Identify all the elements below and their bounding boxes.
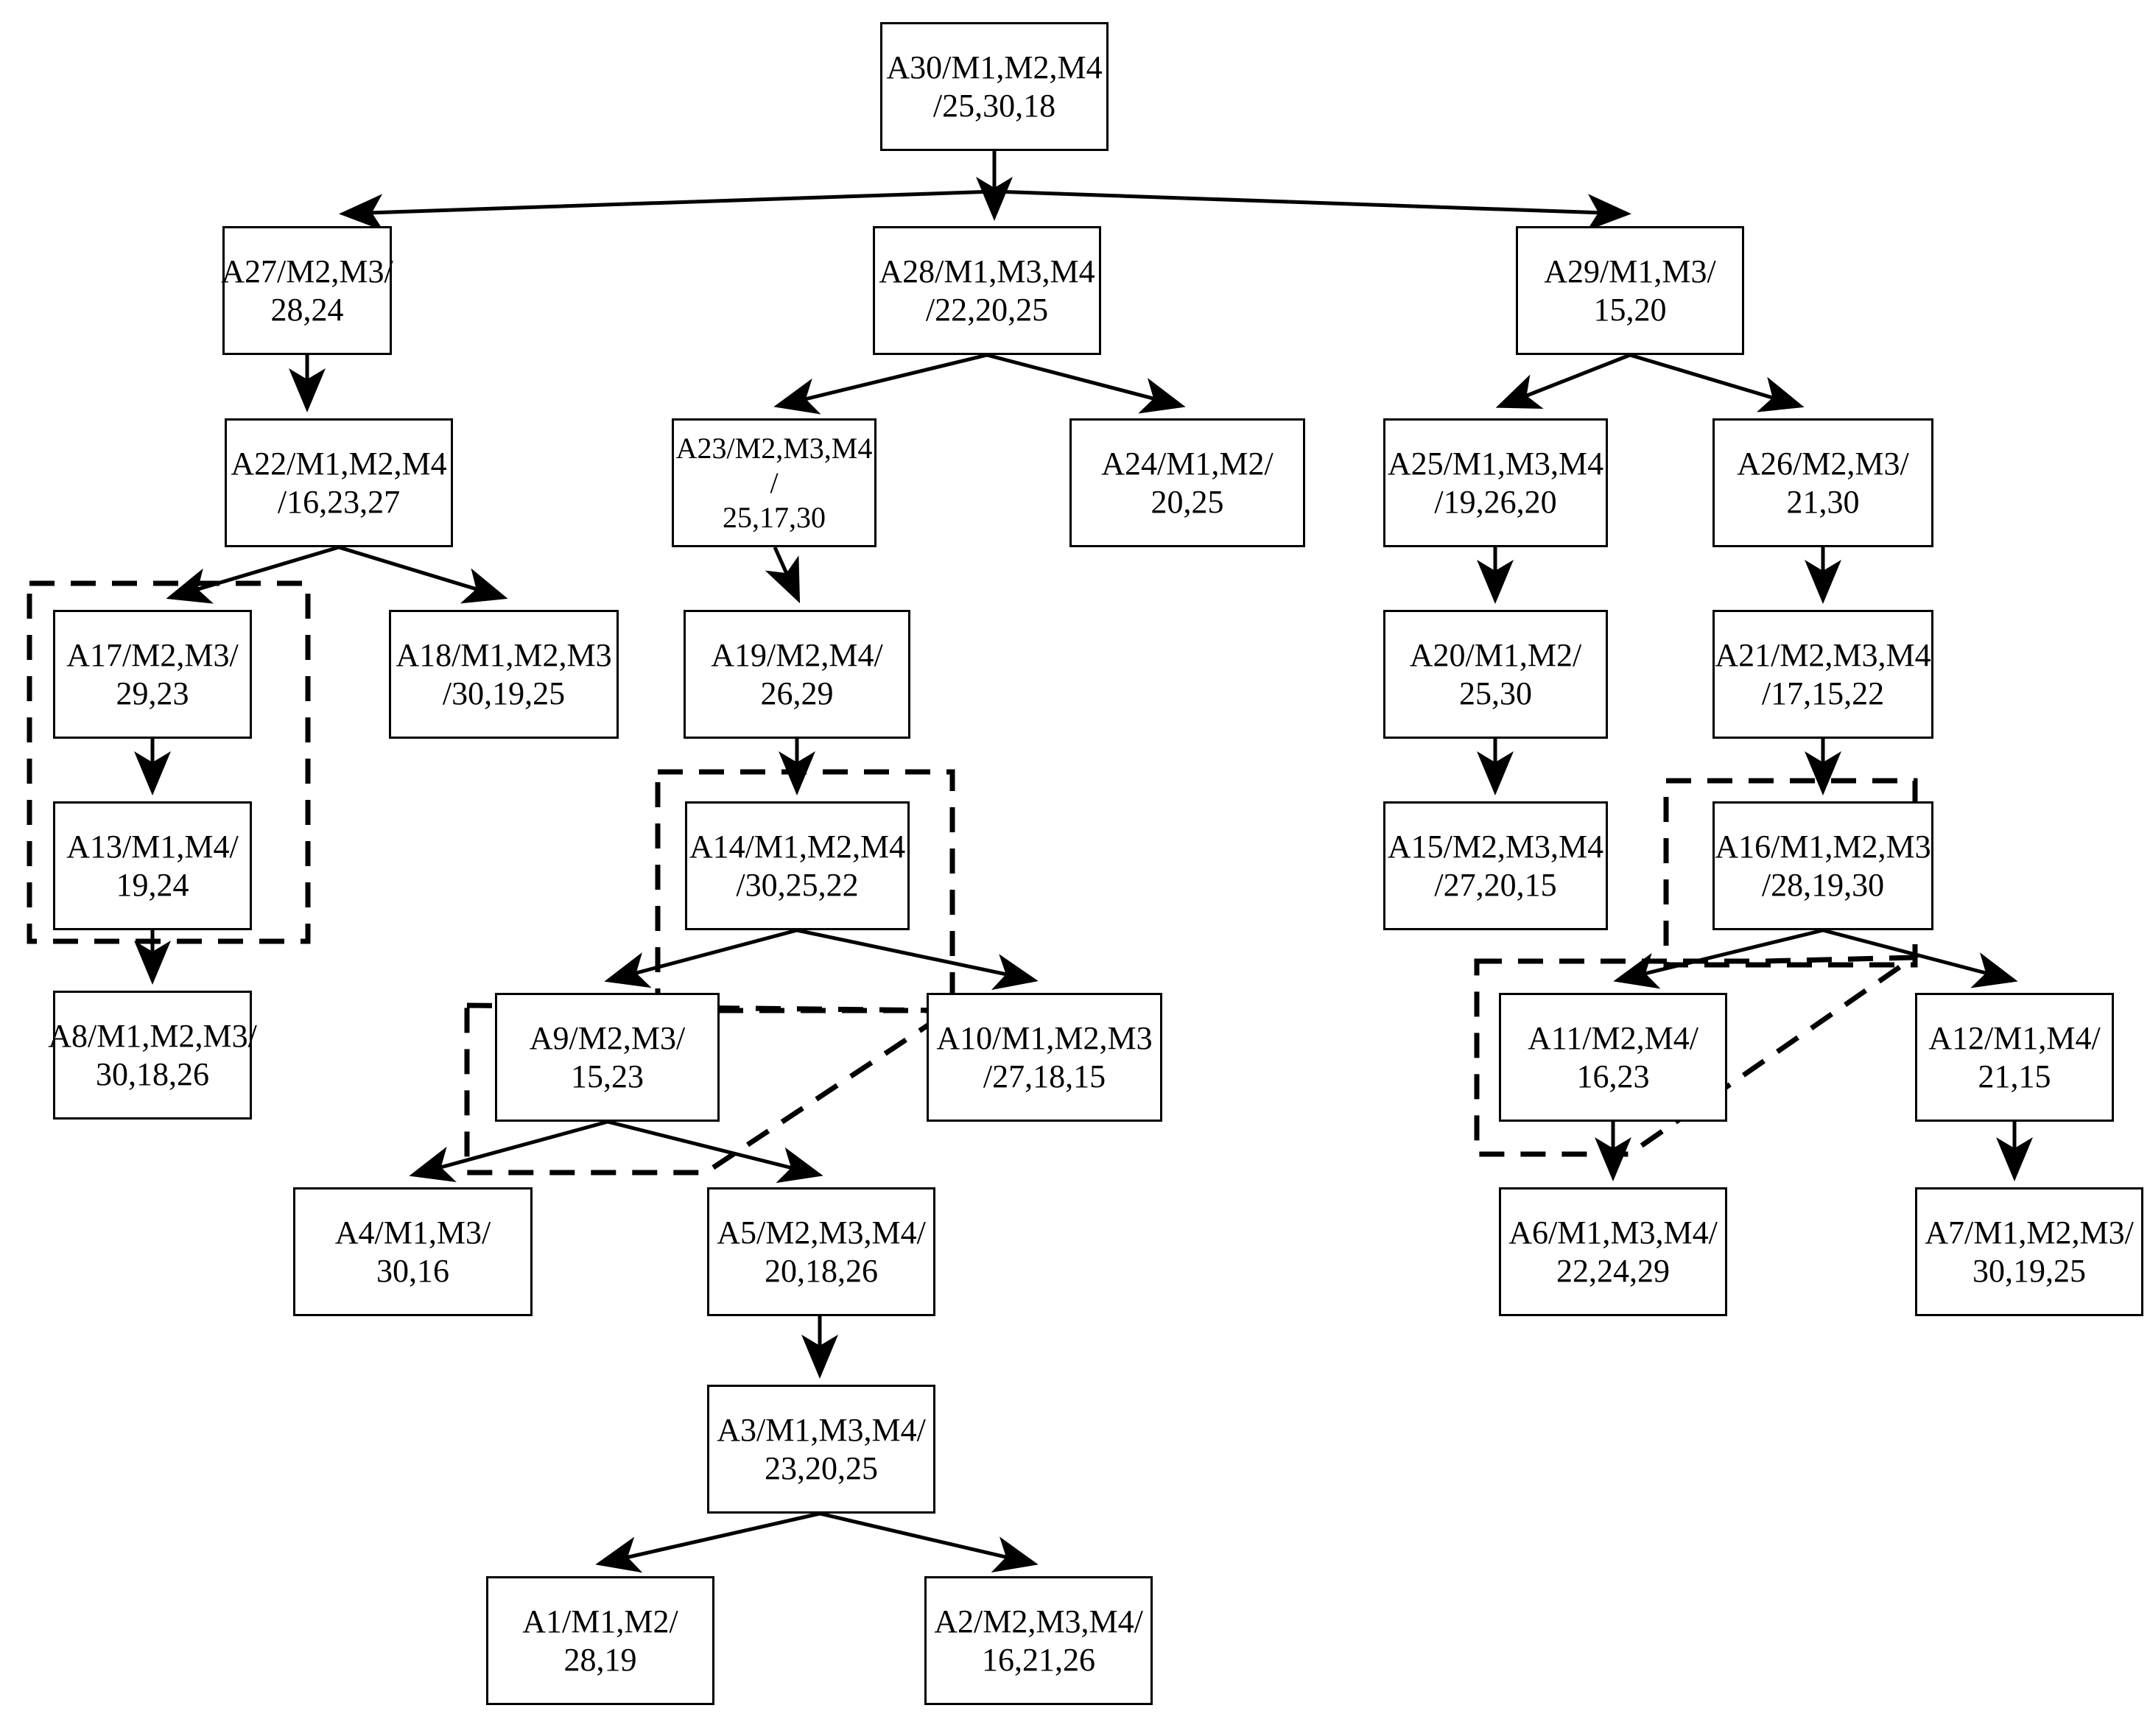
node-label: A28/M1,M3,M4 /22,20,25	[879, 253, 1095, 328]
edge-a23-to-a19	[765, 546, 801, 604]
node-label: A26/M2,M3/ 21,30	[1737, 445, 1909, 520]
node-a18[interactable]: A18/M1,M2,M3 /30,19,25	[389, 610, 619, 739]
node-a26[interactable]: A26/M2,M3/ 21,30	[1712, 418, 1933, 547]
node-label: A3/M1,M3,M4/ 23,20,25	[717, 1411, 926, 1486]
edge-a30-to-a29	[992, 151, 1631, 231]
node-label: A15/M2,M3,M4 /27,20,15	[1387, 828, 1604, 903]
node-a10[interactable]: A10/M1,M2,M3 /27,18,15	[927, 993, 1162, 1122]
edge-a16-to-a11	[1613, 928, 1824, 989]
group-A14	[655, 769, 955, 1013]
node-a29[interactable]: A29/M1,M3/ 15,20	[1516, 226, 1744, 355]
node-a21[interactable]: A21/M2,M3,M4 /17,15,22	[1712, 610, 1933, 739]
node-a5[interactable]: A5/M2,M3,M4/ 20,18,26	[707, 1187, 935, 1316]
node-label: A23/M2,M3,M4 / 25,17,30	[675, 431, 873, 535]
node-label: A4/M1,M3/ 30,16	[334, 1214, 491, 1289]
edge-a9-to-a4	[409, 1120, 608, 1182]
node-a8[interactable]: A8/M1,M2,M3/ 30,18,26	[48, 991, 257, 1120]
node-a17[interactable]: A17/M2,M3/ 29,23	[53, 610, 252, 739]
edge-a9-to-a5	[607, 1120, 823, 1184]
node-a13[interactable]: A13/M1,M4/ 19,24	[53, 801, 252, 930]
node-label: A21/M2,M3,M4 /17,15,22	[1715, 636, 1931, 711]
node-label: A27/M2,M3/ 28,24	[221, 253, 393, 328]
node-a22[interactable]: A22/M1,M2,M4 /16,23,27	[225, 418, 453, 547]
node-a23[interactable]: A23/M2,M3,M4 / 25,17,30	[672, 418, 876, 547]
edge-a14-to-a9	[604, 928, 798, 988]
node-a30[interactable]: A30/M1,M2,M4 /25,30,18	[880, 22, 1109, 151]
node-a11[interactable]: A11/M2,M4/ 16,23	[1499, 993, 1727, 1122]
node-label: A5/M2,M3,M4/ 20,18,26	[717, 1214, 926, 1289]
node-label: A20/M1,M2/ 25,30	[1409, 636, 1582, 711]
edge-a3-to-a1	[595, 1511, 821, 1573]
node-a24[interactable]: A24/M1,M2/ 20,25	[1069, 418, 1305, 547]
node-label: A24/M1,M2/ 20,25	[1101, 445, 1274, 520]
edge-a28-to-a23	[773, 353, 988, 415]
node-label: A1/M1,M2/ 28,19	[522, 1603, 678, 1678]
node-label: A11/M2,M4/ 16,23	[1528, 1019, 1698, 1094]
group-A17-A13	[27, 580, 311, 944]
node-a12[interactable]: A12/M1,M4/ 21,15	[1915, 993, 2114, 1122]
node-label: A6/M1,M3,M4/ 22,24,29	[1508, 1214, 1718, 1289]
edge-a29-to-a26	[1629, 353, 1805, 412]
node-a16[interactable]: A16/M1,M2,M3 /28,19,30	[1712, 801, 1933, 930]
node-label: A30/M1,M2,M4 /25,30,18	[886, 49, 1103, 124]
node-label: A10/M1,M2,M3 /27,18,15	[936, 1019, 1153, 1094]
node-label: A17/M2,M3/ 29,23	[66, 636, 239, 711]
edge-a28-to-a24	[986, 353, 1186, 414]
node-label: A12/M1,M4/ 21,15	[1928, 1019, 2101, 1094]
node-a27[interactable]: A27/M2,M3/ 28,24	[221, 226, 393, 355]
node-label: A19/M2,M4/ 26,29	[711, 636, 883, 711]
node-a1[interactable]: A1/M1,M2/ 28,19	[486, 1576, 714, 1705]
edge-a29-to-a25	[1495, 353, 1631, 409]
node-a20[interactable]: A20/M1,M2/ 25,30	[1383, 610, 1608, 739]
edge-a3-to-a2	[819, 1511, 1039, 1572]
node-label: A13/M1,M4/ 19,24	[66, 828, 239, 903]
node-a25[interactable]: A25/M1,M3,M4 /19,26,20	[1383, 418, 1608, 547]
node-label: A16/M1,M2,M3 /28,19,30	[1715, 828, 1931, 903]
node-a14[interactable]: A14/M1,M2,M4 /30,25,22	[685, 801, 910, 930]
node-label: A8/M1,M2,M3/ 30,18,26	[48, 1017, 257, 1092]
node-label: A14/M1,M2,M4 /30,25,22	[689, 828, 906, 903]
node-a15[interactable]: A15/M2,M3,M4 /27,20,15	[1383, 801, 1608, 930]
node-a9[interactable]: A9/M2,M3/ 15,23	[495, 993, 720, 1122]
node-label: A9/M2,M3/ 15,23	[529, 1019, 686, 1094]
node-label: A7/M1,M2,M3/ 30,19,25	[1925, 1214, 2134, 1289]
node-a4[interactable]: A4/M1,M3/ 30,16	[293, 1187, 533, 1316]
node-label: A29/M1,M3/ 15,20	[1544, 253, 1716, 328]
edge-a14-to-a10	[796, 928, 1039, 991]
node-label: A22/M1,M2,M4 /16,23,27	[231, 445, 447, 520]
node-a2[interactable]: A2/M2,M3,M4/ 16,21,26	[924, 1576, 1153, 1705]
node-a6[interactable]: A6/M1,M3,M4/ 22,24,29	[1499, 1187, 1727, 1316]
node-label: A2/M2,M3,M4/ 16,21,26	[934, 1603, 1143, 1678]
edge-a22-to-a18	[338, 545, 508, 604]
node-label: A18/M1,M2,M3 /30,19,25	[396, 636, 612, 711]
node-a19[interactable]: A19/M2,M4/ 26,29	[684, 610, 910, 739]
node-a7[interactable]: A7/M1,M2,M3/ 30,19,25	[1915, 1187, 2143, 1316]
edge-a22-to-a17	[166, 545, 340, 604]
node-label: A25/M1,M3,M4 /19,26,20	[1387, 445, 1604, 520]
node-a3[interactable]: A3/M1,M3,M4/ 23,20,25	[707, 1385, 935, 1514]
node-a28[interactable]: A28/M1,M3,M4 /22,20,25	[873, 226, 1101, 355]
group-A11	[1474, 955, 1922, 1157]
